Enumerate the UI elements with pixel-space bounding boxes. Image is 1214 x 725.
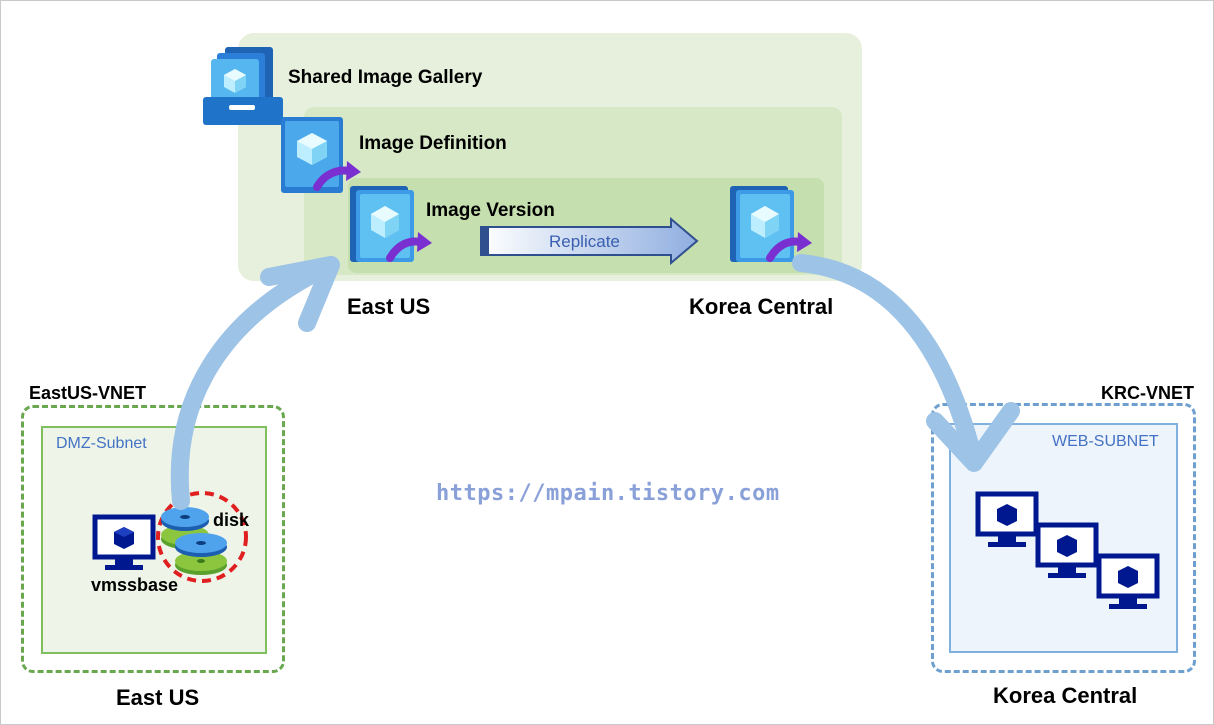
- image-version-label: Image Version: [426, 200, 555, 221]
- capture-flow-arrow: [170, 262, 328, 510]
- capture-arrowhead: [260, 256, 340, 332]
- vm-icon: [975, 491, 1039, 547]
- replicated-image-icon: [730, 186, 812, 262]
- east-region-label: East US: [116, 685, 200, 710]
- target-region-label: Korea Central: [689, 294, 834, 319]
- image-definition-label: Image Definition: [359, 133, 507, 154]
- eastus-vnet-label: EastUS-VNET: [29, 383, 147, 403]
- deploy-flow-arrow: [792, 254, 982, 465]
- krc-vnet-boundary: [931, 403, 1196, 673]
- vm-icon: [92, 514, 156, 570]
- web-subnet-label: WEB-SUBNET: [1052, 433, 1159, 450]
- vm-label: vmssbase: [91, 575, 179, 595]
- dmz-subnet-label: DMZ-Subnet: [56, 435, 147, 452]
- disk-label: disk: [213, 510, 250, 530]
- vm-icon: [1096, 553, 1160, 609]
- gallery-title: Shared Image Gallery: [288, 67, 483, 88]
- source-region-label: East US: [347, 294, 431, 319]
- eastus-vnet-boundary: [21, 405, 285, 673]
- krc-vnet-label: KRC-VNET: [1101, 383, 1194, 403]
- deploy-arrowhead: [926, 402, 1020, 472]
- image-definition-icon: [281, 117, 361, 193]
- gallery-icon: [203, 47, 283, 125]
- disk-icon: [156, 491, 248, 583]
- korea-region-label: Korea Central: [993, 683, 1138, 708]
- image-version-icon: [350, 186, 432, 262]
- watermark: https://mpain.tistory.com: [436, 481, 780, 506]
- replicate-arrow-icon: [480, 216, 699, 266]
- vm-icon: [1035, 522, 1099, 578]
- replicate-label: Replicate: [549, 232, 620, 251]
